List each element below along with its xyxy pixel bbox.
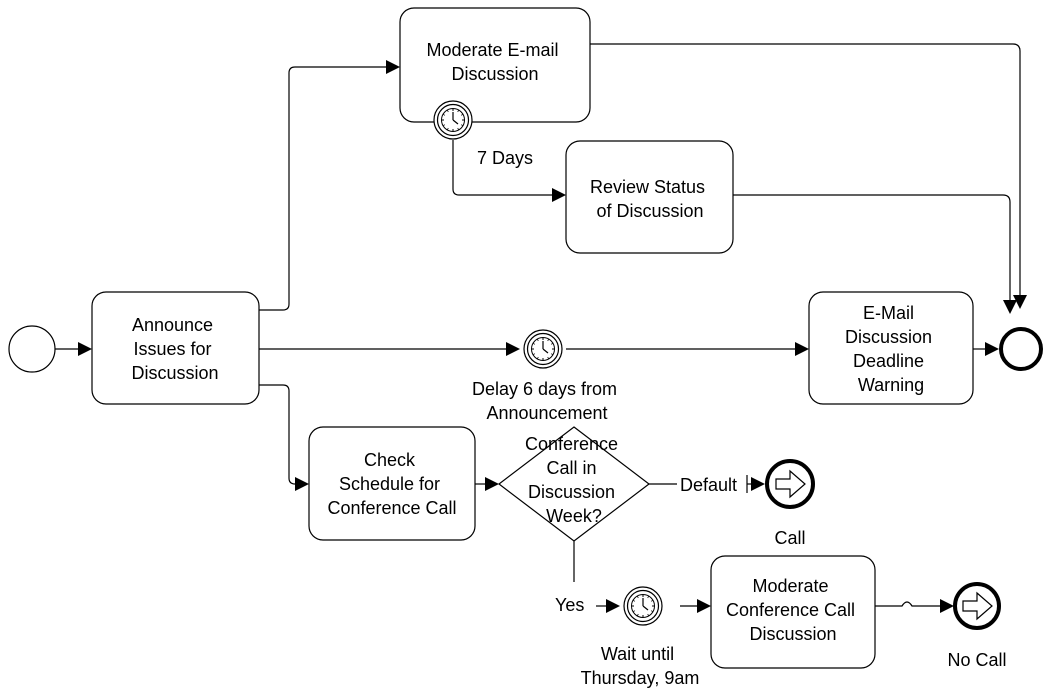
- flow-timer-to-review-status: [452, 140, 552, 196]
- arrowhead: [1003, 300, 1017, 314]
- flow-announce-to-moderate-email: [259, 66, 386, 311]
- label-delay: Delay 6 days from Announcement: [472, 379, 622, 423]
- label-wait: Wait until Thursday, 9am: [581, 644, 700, 688]
- task-moderate-conference-call-label: Moderate Conference Call Discussion: [726, 576, 860, 644]
- message-arrow-icon: [775, 469, 806, 499]
- task-announce-issues-label: Announce Issues for Discussion: [131, 315, 218, 383]
- label-call: Call: [774, 528, 805, 548]
- clock-icon: [433, 100, 473, 140]
- arrowhead: [506, 342, 520, 356]
- label-yes: Yes: [555, 595, 584, 615]
- task-moderate-conference-call[interactable]: Moderate Conference Call Discussion: [710, 555, 876, 669]
- flow-moderate-call-to-no-call: [875, 601, 940, 607]
- flow-announce-to-check-schedule: [259, 384, 296, 485]
- task-check-schedule-label: Check Schedule for Conference Call: [327, 450, 456, 518]
- gateway-conference-call[interactable]: Conference Call in Discussion Week?: [498, 426, 650, 542]
- task-email-deadline-warning-label: E-Mail Discussion Deadline Warning: [845, 303, 937, 395]
- gateway-label: Conference Call in Discussion Week?: [525, 434, 623, 526]
- message-arrow-icon: [962, 591, 993, 621]
- arrowhead: [386, 60, 400, 74]
- clock-icon: [623, 586, 663, 626]
- arrowhead: [1013, 295, 1027, 309]
- arrowhead: [795, 342, 809, 356]
- task-review-status[interactable]: Review Status of Discussion: [565, 140, 734, 254]
- arrowhead: [940, 599, 954, 613]
- task-moderate-email-discussion[interactable]: Moderate E-mail Discussion: [399, 7, 591, 123]
- arrowhead: [552, 188, 566, 202]
- arrowhead: [697, 599, 711, 613]
- sequence-flows: [55, 43, 1027, 613]
- label-seven-days: 7 Days: [477, 148, 533, 168]
- task-email-deadline-warning[interactable]: E-Mail Discussion Deadline Warning: [808, 291, 974, 405]
- start-event: [8, 325, 56, 373]
- flow-moderate-email-to-end: [590, 43, 1021, 295]
- arrowhead: [751, 477, 765, 491]
- end-event: [999, 327, 1043, 371]
- task-review-status-label: Review Status of Discussion: [590, 177, 710, 221]
- task-moderate-email-discussion-label: Moderate E-mail Discussion: [426, 40, 563, 84]
- arrowhead: [985, 342, 999, 356]
- arrowhead: [295, 477, 309, 491]
- flow-review-status-to-end: [733, 194, 1011, 300]
- task-check-schedule[interactable]: Check Schedule for Conference Call: [308, 426, 476, 541]
- gateway-diamond: [498, 426, 650, 542]
- label-default: Default: [680, 475, 737, 495]
- label-no-call: No Call: [947, 650, 1006, 670]
- arrowhead: [485, 477, 499, 491]
- arrowhead: [606, 599, 620, 613]
- no-call-end-event: [953, 582, 1001, 630]
- call-end-event: [765, 459, 815, 509]
- task-announce-issues[interactable]: Announce Issues for Discussion: [91, 291, 260, 405]
- clock-icon: [523, 329, 563, 369]
- arrowhead: [78, 342, 92, 356]
